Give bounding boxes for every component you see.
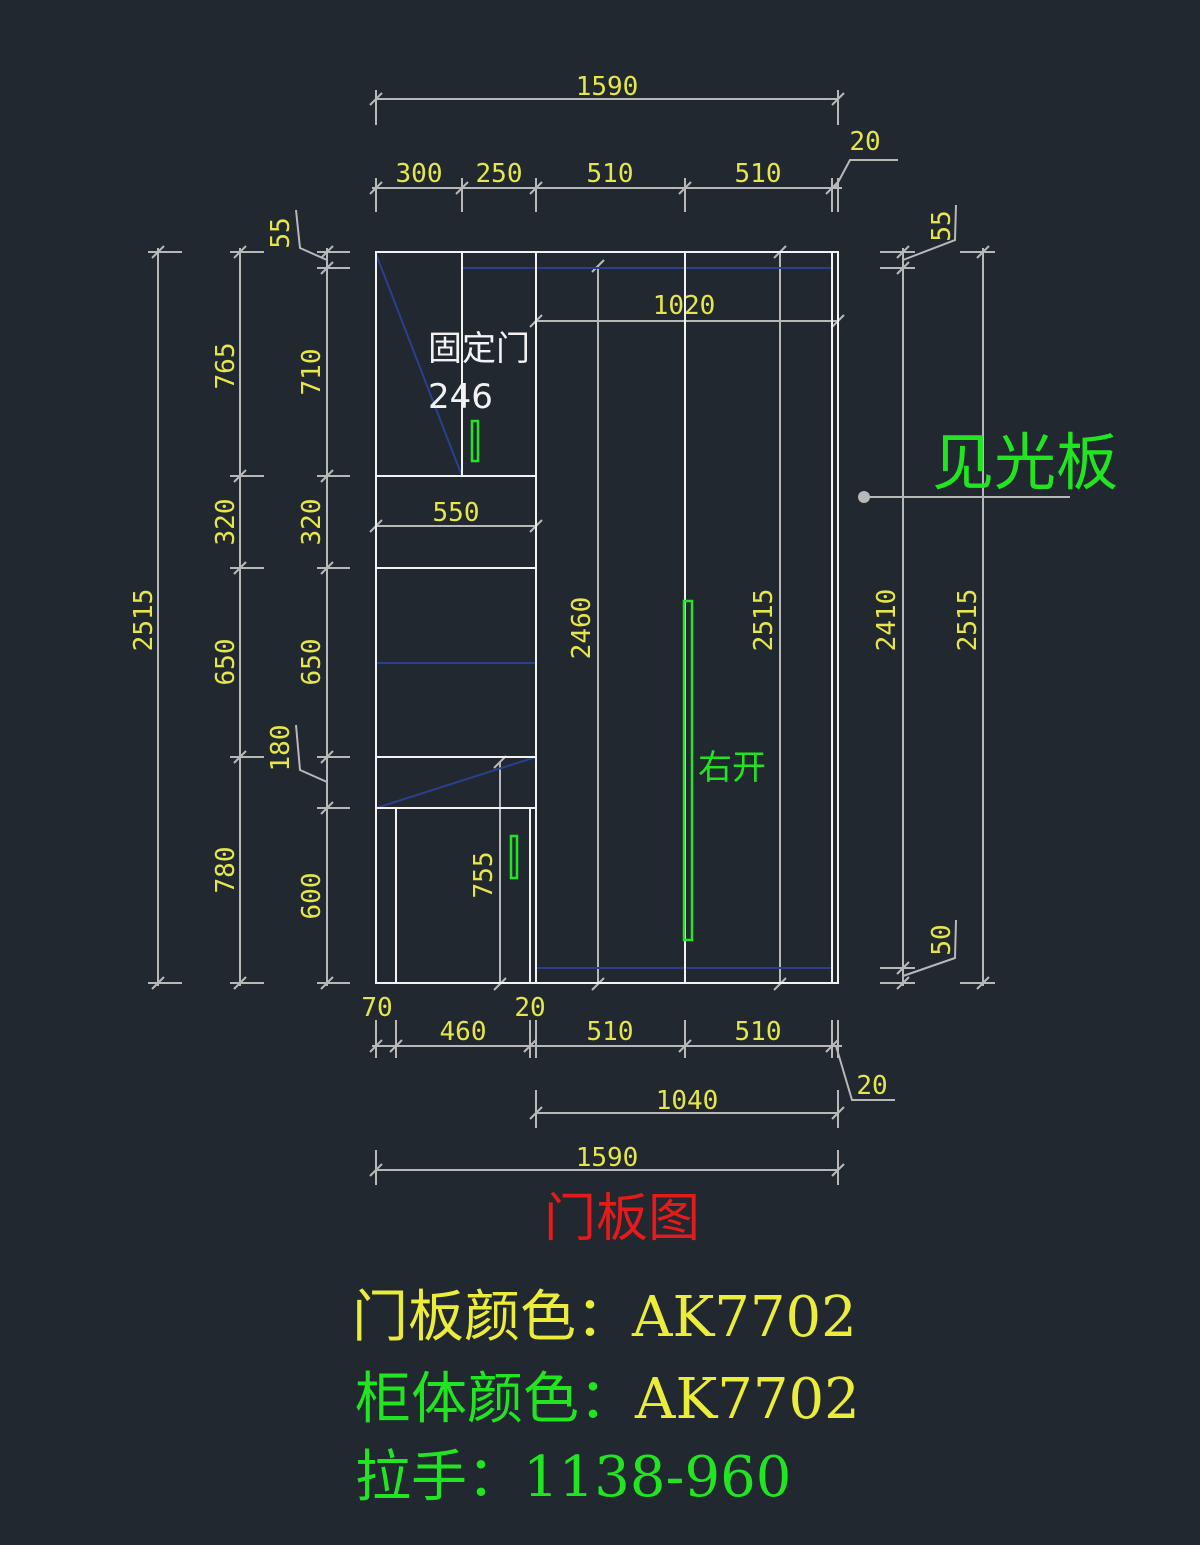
dim-top-510-b: 510 xyxy=(735,159,782,189)
handle-value: 1138-960 xyxy=(523,1445,791,1510)
dim-bottom-70: 70 xyxy=(361,993,392,1023)
dim-right-2410: 2410 xyxy=(872,589,902,652)
dim-bottom-overall: 1590 xyxy=(576,1143,639,1173)
dimension-lines xyxy=(148,90,1070,1185)
right-open-label: 右开 xyxy=(698,748,766,788)
body-color-value: AK7702 xyxy=(634,1367,860,1432)
dim-inner-550: 550 xyxy=(433,498,480,528)
dim-top-510-a: 510 xyxy=(587,159,634,189)
leader-dot-icon xyxy=(858,491,870,503)
dim-bottom-510-a: 510 xyxy=(587,1017,634,1047)
dim-right-50: 50 xyxy=(927,924,957,955)
dim-inner-1020: 1020 xyxy=(653,291,716,321)
dim-left-650: 650 xyxy=(211,639,241,686)
drawing-title: 门板图 xyxy=(544,1189,700,1249)
fixed-door-label: 固定门 xyxy=(428,329,530,369)
handle-bar-icon xyxy=(682,599,694,942)
dim-left-765: 765 xyxy=(211,343,241,390)
handle-label: 拉手： xyxy=(355,1445,523,1510)
visible-panel-label: 见光板 xyxy=(932,426,1118,499)
handle-bar-icon xyxy=(509,834,519,880)
dim-bottom-20: 20 xyxy=(514,993,545,1023)
dim-left-55: 55 xyxy=(266,217,296,248)
door-color-label: 门板颜色： xyxy=(352,1285,632,1350)
dim-left2-650: 650 xyxy=(297,639,327,686)
dim-right-2515: 2515 xyxy=(953,589,983,652)
handles xyxy=(470,419,694,942)
dim-top-250: 250 xyxy=(476,159,523,189)
dim-bottom-460: 460 xyxy=(440,1017,487,1047)
dim-top-300: 300 xyxy=(396,159,443,189)
dim-left-320: 320 xyxy=(211,499,241,546)
dim-inner-755: 755 xyxy=(469,852,499,899)
dim-bottom-510-b: 510 xyxy=(735,1017,782,1047)
dim-left-outer-2515: 2515 xyxy=(129,589,159,652)
dim-bottom-gap: 20 xyxy=(856,1071,887,1101)
dim-left-780: 780 xyxy=(211,847,241,894)
door-color-note: 门板颜色：AK7702 xyxy=(352,1285,857,1350)
dim-bottom-1040: 1040 xyxy=(656,1086,719,1116)
dim-left-600: 600 xyxy=(297,873,327,920)
dim-top-gap: 20 xyxy=(849,127,880,157)
dim-inner-2460: 2460 xyxy=(567,597,597,660)
handle-bar-icon xyxy=(470,419,480,463)
dim-right-55: 55 xyxy=(927,210,957,241)
dim-inner-2515: 2515 xyxy=(749,589,779,652)
handle-note: 拉手：1138-960 xyxy=(355,1445,791,1510)
door-color-value: AK7702 xyxy=(631,1285,857,1350)
dim-left-180: 180 xyxy=(266,725,296,772)
body-color-label: 柜体颜色： xyxy=(355,1367,635,1432)
body-color-note: 柜体颜色：AK7702 xyxy=(355,1367,860,1432)
dim-left2-320: 320 xyxy=(297,499,327,546)
fixed-door-size: 246 xyxy=(428,377,493,417)
dim-top-overall: 1590 xyxy=(576,72,639,102)
dim-left-710: 710 xyxy=(297,349,327,396)
dimension-texts: 1590 20 300 250 510 510 1020 550 2515 76… xyxy=(129,72,983,1173)
